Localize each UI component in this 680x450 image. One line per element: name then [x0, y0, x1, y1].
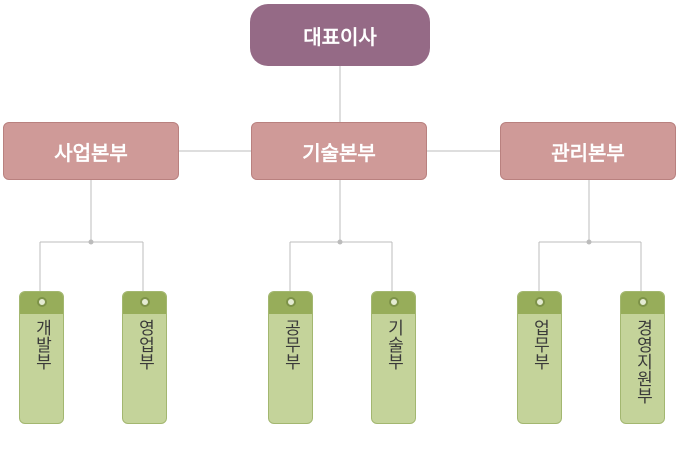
- department-label: 영업부: [134, 319, 155, 370]
- tag-hole-icon: [36, 297, 47, 307]
- tag-hole-icon: [139, 297, 150, 307]
- department-tag-construction: 공무부: [268, 291, 313, 424]
- tag-header: [372, 292, 415, 314]
- tag-hole-icon: [534, 297, 545, 307]
- division-label: 관리본부: [551, 140, 625, 165]
- tag-hole-icon: [285, 297, 296, 307]
- department-label: 경영지원부: [632, 319, 653, 404]
- tag-hole-icon: [388, 297, 399, 307]
- department-label: 개발부: [31, 319, 52, 370]
- division-label: 기술본부: [302, 140, 376, 165]
- tag-header: [20, 292, 63, 314]
- tag-header: [518, 292, 561, 314]
- department-label: 공무부: [280, 319, 301, 370]
- department-tag-development: 개발부: [19, 291, 64, 424]
- junction-dot-division-1: [88, 239, 94, 245]
- department-tag-operations: 업무부: [517, 291, 562, 424]
- tag-header: [621, 292, 664, 314]
- tag-header: [123, 292, 166, 314]
- division-box-technology: 기술본부: [251, 122, 427, 180]
- division-label: 사업본부: [54, 140, 128, 165]
- tag-header: [269, 292, 312, 314]
- tag-hole-icon: [637, 297, 648, 307]
- division-box-business: 사업본부: [3, 122, 179, 180]
- department-tag-technical: 기술부: [371, 291, 416, 424]
- department-tag-management-support: 경영지원부: [620, 291, 665, 424]
- junction-dot-division-3: [586, 239, 592, 245]
- department-label: 업무부: [529, 319, 550, 370]
- ceo-label: 대표이사: [303, 24, 377, 49]
- junction-dot-division-2: [337, 239, 343, 245]
- department-tag-sales: 영업부: [122, 291, 167, 424]
- division-box-management: 관리본부: [500, 122, 676, 180]
- department-label: 기술부: [383, 319, 404, 370]
- ceo-box: 대표이사: [250, 4, 430, 66]
